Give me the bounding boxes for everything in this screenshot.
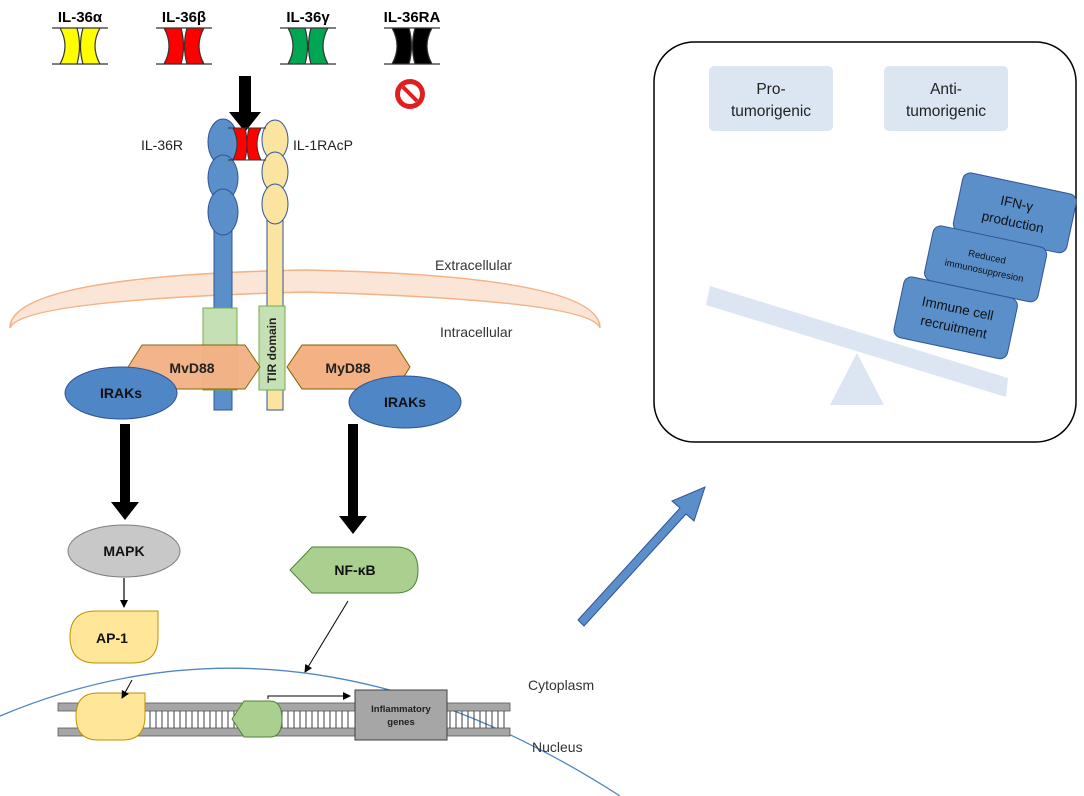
svg-text:Anti-: Anti-: [930, 81, 962, 98]
nfkb-bound: [231, 700, 283, 738]
myd88-right: MyD88: [286, 344, 411, 390]
arrow-nfkb-nucleus: [304, 600, 349, 673]
cell-membrane: [9, 269, 601, 329]
svg-text:IRAKs: IRAKs: [384, 394, 426, 410]
transcription-arrow: [267, 692, 351, 700]
mapk-node: MAPK: [67, 524, 181, 578]
ligand-label: IL-36α: [58, 9, 103, 26]
intracellular-label: Intracellular: [440, 324, 513, 340]
anti-tumor-factors: IFN-γ production Reduced immunosuppresio…: [893, 172, 1077, 360]
inflammatory-genes-box: Inflammatory genes: [354, 689, 448, 741]
ligand-shape: [384, 27, 440, 65]
svg-text:IRAKs: IRAKs: [100, 385, 142, 401]
prohibited-icon: [395, 79, 425, 109]
iraks-left: IRAKs: [64, 366, 178, 420]
ligand-label: IL-36γ: [286, 9, 330, 26]
ligand-il36b: IL-36β: [156, 9, 212, 65]
svg-text:NF-κB: NF-κB: [334, 562, 375, 578]
nucleus-label: Nucleus: [532, 739, 583, 755]
bound-ligand: [228, 127, 266, 161]
il36r-label: IL-36R: [141, 137, 183, 153]
pro-tumorigenic-box: Pro- tumorigenic: [709, 66, 833, 131]
ap1-bound: [75, 692, 146, 741]
arrow-to-nfkb: [339, 424, 367, 534]
nfkb-node: NF-κB: [289, 546, 419, 594]
ligand-il36ra: IL-36RA: [384, 9, 441, 109]
binding-arrow: [229, 76, 261, 132]
ligand-il36a: IL-36α: [52, 9, 108, 65]
svg-text:AP-1: AP-1: [96, 630, 128, 646]
ligand-label: IL-36RA: [384, 9, 441, 26]
svg-text:tumorigenic: tumorigenic: [906, 103, 986, 120]
il1racp-label: IL-1RAcP: [293, 137, 353, 153]
arrow-to-mapk: [111, 424, 139, 520]
cytoplasm-label: Cytoplasm: [528, 677, 594, 693]
ap1-node: AP-1: [69, 610, 159, 664]
il1racp-receptor: TIR domain: [258, 119, 289, 411]
extracellular-label: Extracellular: [435, 257, 512, 273]
ligand-shape: [280, 27, 336, 65]
tir-domain-label: TIR domain: [265, 318, 279, 383]
svg-text:genes: genes: [387, 717, 414, 728]
ligand-shape: [52, 27, 108, 65]
anti-tumorigenic-box: Anti- tumorigenic: [884, 66, 1008, 131]
ligand-label: IL-36β: [162, 9, 206, 26]
outcome-arrow: [577, 486, 706, 627]
balance-seesaw: [706, 286, 1008, 405]
svg-text:MvD88: MvD88: [169, 360, 214, 376]
svg-text:Pro-: Pro-: [756, 81, 785, 98]
arrow-ap1-dna: [121, 679, 133, 699]
immune-recruitment-block: Immune cell recruitment: [893, 276, 1018, 360]
svg-text:IFN-γ: IFN-γ: [999, 193, 1035, 215]
svg-text:tumorigenic: tumorigenic: [731, 103, 811, 120]
nuclear-envelope: [0, 667, 621, 796]
iraks-right: IRAKs: [348, 375, 462, 429]
svg-text:MAPK: MAPK: [103, 543, 144, 559]
svg-text:Inflammatory: Inflammatory: [371, 704, 431, 715]
ligand-il36g: IL-36γ: [280, 9, 336, 65]
svg-text:MyD88: MyD88: [325, 360, 370, 376]
ifn-gamma-block: IFN-γ production: [952, 172, 1077, 254]
ligand-shape: [156, 27, 212, 65]
